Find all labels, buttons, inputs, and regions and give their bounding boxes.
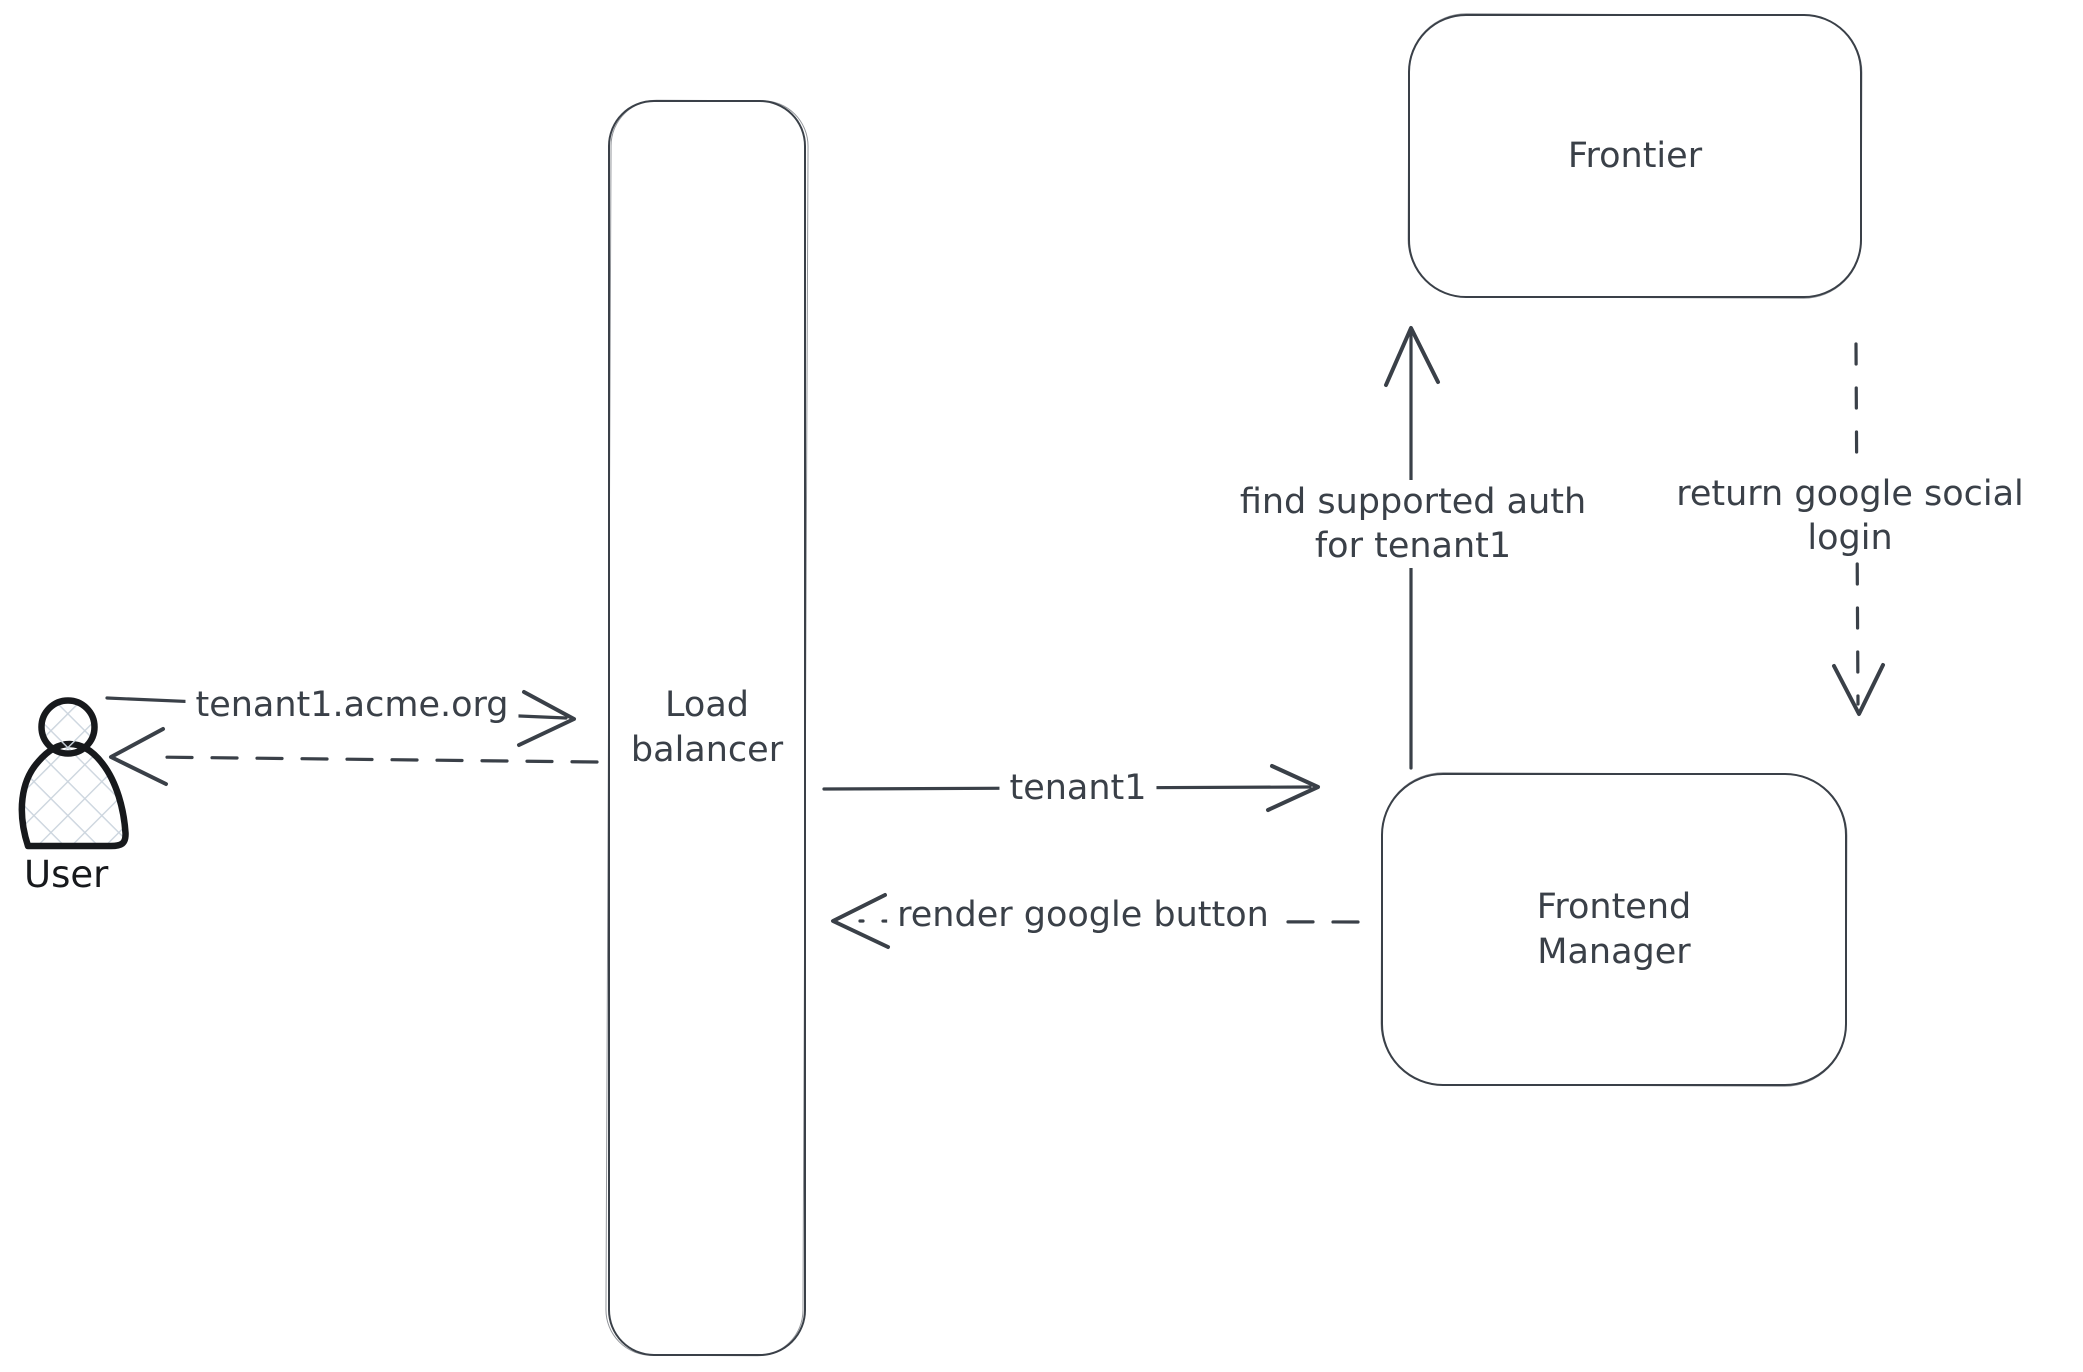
node-frontend-manager: Frontend Manager [1381,773,1847,1086]
edge-label-find-supported-auth: find supported auth for tenant1 [1229,480,1597,568]
load-balancer-label-line1: Load [665,685,749,725]
edge-label-return-google-social-line1: return google social [1676,472,2024,516]
frontend-manager-label-line1: Frontend [1536,886,1692,927]
node-frontier: Frontier [1408,14,1862,298]
edge-label-tenant1-acme-org: tenant1.acme.org [185,683,519,727]
edge-label-tenant1: tenant1 [999,766,1157,810]
load-balancer-label-line2: balancer [630,730,784,770]
user-label: User [24,853,109,896]
user-body-shape [18,740,129,850]
edge-label-render-google-button: render google button [887,893,1279,937]
edge-label-find-supported-auth-line1: find supported auth [1239,480,1587,524]
frontier-label: Frontier [1567,135,1703,176]
user-icon [18,697,129,850]
node-load-balancer: Load balancer [608,100,806,1356]
frontend-manager-label-line2: Manager [1537,931,1691,972]
edge-label-find-supported-auth-line2: for tenant1 [1239,524,1587,568]
arrow-load-balancer-to-user [109,727,599,786]
edge-label-return-google-social-line2: login [1676,516,2024,560]
edge-label-return-google-social: return google social login [1666,472,2034,560]
user-head-shape [38,697,98,757]
